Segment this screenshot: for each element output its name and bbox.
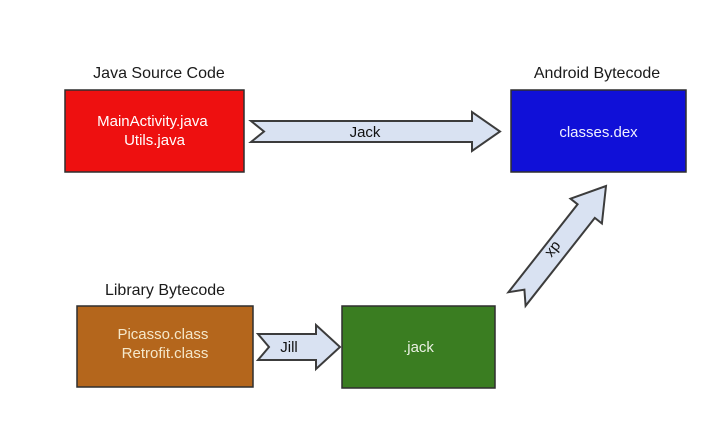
- jack-file-box: [341, 305, 496, 389]
- java-source-box: [64, 89, 245, 173]
- library-bytecode-line2: Retrofit.class: [122, 345, 209, 362]
- jack-arrow-label: Jack: [350, 124, 381, 141]
- java-source-line2: Utils.java: [124, 132, 186, 149]
- library-bytecode-line1: Picasso.class: [117, 326, 208, 343]
- java-source-heading: Java Source Code: [93, 65, 225, 82]
- library-bytecode-box-text: Picasso.class Retrofit.class: [117, 326, 212, 362]
- library-bytecode-heading: Library Bytecode: [105, 282, 225, 299]
- android-bytecode-box: [510, 89, 687, 173]
- jill-arrow: [255, 322, 342, 372]
- jack-file-box-text: .jack: [403, 339, 434, 356]
- library-bytecode-box: [76, 305, 254, 388]
- android-bytecode-heading: Android Bytecode: [534, 65, 660, 82]
- dx-arrow: [506, 184, 608, 309]
- java-source-line1: MainActivity.java: [97, 113, 208, 130]
- android-bytecode-box-text: classes.dex: [559, 124, 638, 141]
- jack-arrow: [248, 110, 502, 153]
- jill-arrow-label: Jill: [280, 339, 298, 356]
- java-source-box-text: MainActivity.java Utils.java: [97, 113, 212, 149]
